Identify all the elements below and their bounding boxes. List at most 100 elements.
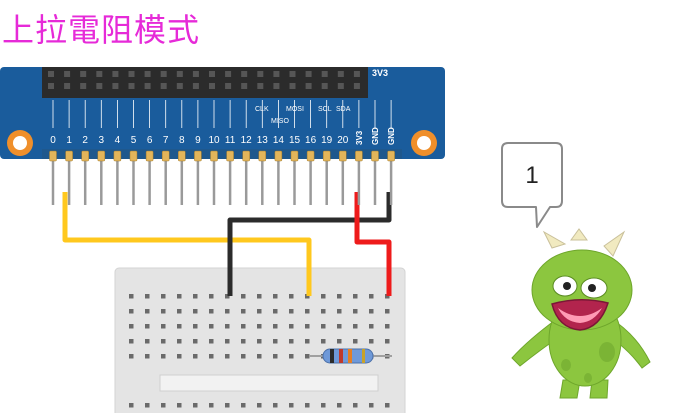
header-hole <box>241 83 248 89</box>
pin-label: 11 <box>225 135 236 146</box>
black-wire <box>227 192 392 296</box>
breadboard-hole <box>209 309 214 314</box>
header-hole <box>273 83 280 89</box>
red-wire <box>354 192 392 296</box>
gold-pad <box>355 150 363 162</box>
pin-label: 2 <box>82 135 88 146</box>
header-hole <box>225 71 232 77</box>
header-hole <box>192 83 199 89</box>
breadboard-hole <box>369 339 374 344</box>
gold-pad <box>81 150 89 162</box>
header-hole <box>241 71 248 77</box>
breadboard-hole <box>257 403 262 408</box>
breadboard-hole <box>225 354 230 359</box>
breadboard-hole <box>369 309 374 314</box>
header-hole <box>321 83 328 89</box>
breadboard-hole <box>257 309 262 314</box>
breadboard-hole <box>305 403 310 408</box>
power-pin-label: 3V3 <box>355 130 364 145</box>
breadboard-hole <box>353 294 358 299</box>
breadboard-hole <box>337 339 342 344</box>
gold-pad <box>290 150 299 162</box>
breadboard-hole <box>289 309 294 314</box>
header-hole <box>112 71 119 77</box>
header-hole <box>160 83 167 89</box>
gold-pad <box>258 150 267 162</box>
breadboard-hole <box>225 309 230 314</box>
breadboard-hole <box>193 324 198 329</box>
header-hole <box>160 71 167 77</box>
pin-label: 19 <box>321 135 333 146</box>
breadboard-hole <box>177 309 182 314</box>
breadboard-hole <box>209 294 214 299</box>
pin-label: 6 <box>147 135 153 146</box>
gold-pad <box>322 150 331 162</box>
breadboard-hole <box>241 339 246 344</box>
pin-label: 1 <box>66 135 72 146</box>
breadboard-hole <box>193 339 198 344</box>
monster-tongue <box>558 308 602 323</box>
header-hole <box>209 83 215 89</box>
header-hole <box>96 71 103 77</box>
header-hole <box>48 71 54 77</box>
header-hole <box>289 83 296 89</box>
header-hole <box>80 71 87 77</box>
breadboard-hole <box>337 403 342 408</box>
breadboard <box>114 267 406 413</box>
breadboard-hole <box>193 294 198 299</box>
breadboard-hole <box>161 309 166 314</box>
breadboard-hole <box>289 294 294 299</box>
breadboard-hole <box>353 324 358 329</box>
breadboard-hole <box>353 339 358 344</box>
header-hole <box>176 83 183 89</box>
breadboard-hole <box>369 403 374 408</box>
header-hole <box>112 83 119 89</box>
mosi-label: MOSI <box>286 106 304 113</box>
breadboard-hole <box>273 324 278 329</box>
header-hole <box>176 71 183 77</box>
breadboard-hole <box>353 403 358 408</box>
breadboard-hole <box>321 339 326 344</box>
gold-pad <box>145 150 154 162</box>
breadboard-hole <box>145 324 150 329</box>
left-mount-hole <box>13 136 27 150</box>
breadboard-holes <box>129 294 390 408</box>
breadboard-hole <box>273 309 278 314</box>
header-hole <box>64 83 71 89</box>
middle-horn <box>570 228 588 241</box>
power-pin-label: GND <box>387 127 396 145</box>
header-hole <box>321 71 328 77</box>
breadboard-hole <box>129 309 134 314</box>
pin-label: 4 <box>115 135 121 146</box>
header-hole <box>225 83 232 89</box>
gold-pad <box>178 150 186 162</box>
gold-pad <box>226 150 234 162</box>
right-mount-hole <box>417 136 431 150</box>
pin-label: 7 <box>163 135 169 146</box>
breadboard-hole <box>161 339 166 344</box>
header-hole <box>305 83 312 89</box>
sda-label: SDA <box>336 106 351 113</box>
breadboard-hole <box>305 324 310 329</box>
breadboard-hole <box>273 294 278 299</box>
right-horn <box>603 230 626 257</box>
pin-header-black <box>42 67 368 98</box>
header-hole <box>273 71 280 77</box>
pin-label: 5 <box>131 135 137 146</box>
scl-label: SCL <box>318 106 332 113</box>
breadboard-hole <box>273 354 278 359</box>
breadboard-hole <box>145 339 150 344</box>
pin-label: 13 <box>257 135 269 146</box>
gold-pad <box>65 150 73 162</box>
breadboard-hole <box>241 294 246 299</box>
header-hole <box>48 83 54 89</box>
gold-pad <box>242 150 250 162</box>
gold-pad <box>210 150 218 162</box>
pin-label: 3 <box>99 135 105 146</box>
breadboard-hole <box>257 294 262 299</box>
breadboard-hole <box>305 309 310 314</box>
breadboard-hole <box>225 294 230 299</box>
header-hole <box>209 71 215 77</box>
breadboard-hole <box>257 324 262 329</box>
